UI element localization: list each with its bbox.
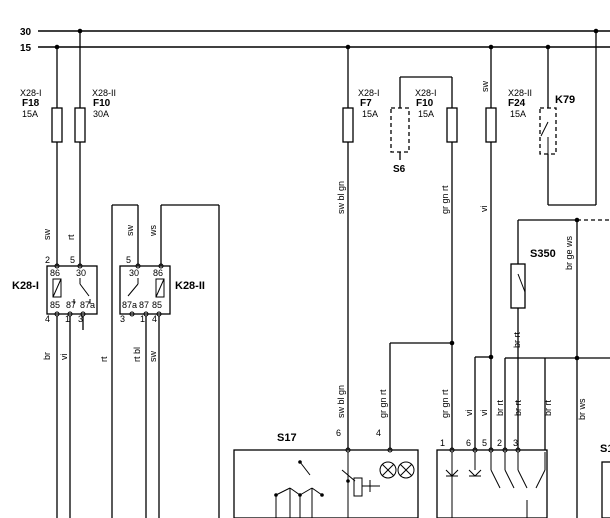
k28ii-pin-85: 85 [152, 300, 162, 310]
wire-label-sw-bl-gn-f7: sw bl gn [336, 181, 346, 214]
fuse-f24: sw X28-II F24 15A vi [479, 44, 532, 450]
k28ii-pin-87a: 87a [122, 300, 137, 310]
wire-label-br-ge-ws: br ge ws [564, 235, 574, 270]
k28ii-pin-86: 86 [153, 268, 163, 278]
wire-label-vi-a: vi [464, 410, 474, 417]
wire-label-br-ws: br ws [577, 398, 587, 420]
fuse-f10b-connector: X28-I [415, 88, 437, 98]
k28i-pin-3: 3 [78, 314, 83, 324]
s1-pin-2: 2 [497, 438, 502, 448]
k28ii-pin-3: 3 [120, 314, 125, 324]
wire-label-br-rt-s350: br rt [512, 332, 522, 349]
s1-pin-3: 3 [513, 438, 518, 448]
wire-label-rt-left: rt [99, 356, 109, 362]
fuse-f10-30a: X28-II F10 30A rt [66, 28, 116, 268]
switch-s6-label: S6 [393, 164, 406, 175]
k28i-pin-87a: 87a [80, 300, 95, 310]
fuse-f7: X28-I F7 15A sw bl gn [336, 44, 380, 450]
wire-label-rt-f10: rt [66, 234, 76, 240]
component-s17-label: S17 [277, 432, 297, 444]
fuse-f10-15a: X28-I F10 15A gr gn rt [415, 77, 458, 450]
k28ii-pin-30: 30 [129, 268, 139, 278]
s17-pin-6: 6 [336, 428, 341, 438]
fuse-f10b-rating: 15A [418, 109, 434, 119]
wire-label-ws-k2: ws [148, 225, 158, 237]
component-s17: S17 6 4 [233, 428, 419, 518]
relay-k28-i: K28-I 2 5 86 30 85 87 87a 4 1 3 br vi [12, 255, 98, 518]
k28i-pin-4: 4 [45, 314, 50, 324]
wire-label-sw-k2: sw [125, 225, 135, 237]
component-s1-label: S1 [600, 443, 610, 455]
switch-s350-label: S350 [530, 248, 556, 260]
wire-label-sw-bl-gn-s17: sw bl gn [336, 385, 346, 418]
fuse-f10a-rating: 30A [93, 109, 109, 119]
wire-label-vi-b: vi [479, 410, 489, 417]
fuse-f24-name: F24 [508, 98, 526, 109]
fuse-f18-rating: 15A [22, 109, 38, 119]
k28ii-pin-4: 4 [152, 314, 157, 324]
fuse-f18-name: F18 [22, 98, 40, 109]
wire-label-rt-bl: rt bl [132, 347, 142, 362]
wire-gr-gn-rt-cross: gr gn rt sw bl gn gr gn rt [336, 340, 455, 450]
wire-label-br-k1: br [42, 352, 52, 360]
wire-label-gr-gn-rt-s17: gr gn rt [378, 389, 388, 418]
wire-label-br-rt-c: br rt [543, 400, 553, 417]
k28i-pin-86: 86 [50, 268, 60, 278]
fuse-f24-connector: X28-II [508, 88, 532, 98]
wire-right-bus: br ws [518, 355, 610, 518]
fuse-f18: X28-I F18 15A sw [20, 44, 63, 268]
k28ii-pin-5: 5 [126, 255, 131, 265]
wire-label-sw-f18: sw [42, 229, 52, 241]
wire-label-vi-k1: vi [59, 354, 69, 361]
wire-label-br-rt-b: br rt [513, 400, 523, 417]
wire-label-br-rt-a: br rt [495, 400, 505, 417]
fuse-f7-connector: X28-I [358, 88, 380, 98]
switch-s6: S6 [390, 76, 452, 175]
s1-pin-6: 6 [466, 438, 471, 448]
fuse-f10b-name: F10 [416, 98, 434, 109]
fuse-f7-rating: 15A [362, 109, 378, 119]
fuse-f7-name: F7 [360, 98, 372, 109]
k28i-pin-5: 5 [70, 255, 75, 265]
k28i-pin-85: 85 [50, 300, 60, 310]
wire-label-gr-gn-rt-s1: gr gn rt [440, 389, 450, 418]
wire-label-sw-f24: sw [480, 81, 490, 93]
wire-rt-left: rt [99, 204, 139, 518]
bus-15: 15 [20, 43, 610, 54]
fuse-f10a-connector: X28-II [92, 88, 116, 98]
fuse-f18-connector: X28-I [20, 88, 42, 98]
component-s1-partial: S1 [600, 443, 610, 518]
relay-k28-ii-label: K28-II [175, 280, 205, 292]
bus-30-label: 30 [20, 27, 32, 38]
k28i-pin-30: 30 [76, 268, 86, 278]
k28ii-pin-87: 87 [139, 300, 149, 310]
component-s1-block: 1 6 5 2 3 [436, 438, 548, 518]
k28i-pin-1: 1 [65, 314, 70, 324]
switch-s350: S350 br ge ws br rt [510, 217, 610, 358]
bus-15-label: 15 [20, 43, 32, 54]
k28ii-pin-1: 1 [140, 314, 145, 324]
bus-30: 30 [20, 27, 610, 38]
relay-k28-i-label: K28-I [12, 280, 39, 292]
wire-vi-split: vi vi br rt br rt br rt [464, 354, 553, 450]
s17-pin-4: 4 [376, 428, 381, 438]
k28i-pin-87: 87 [66, 300, 76, 310]
relay-k28-ii: sw ws 5 30 86 87a 87 85 3 1 4 K28-II rt … [119, 204, 220, 518]
s1-pin-5: 5 [482, 438, 487, 448]
relay-k79: K79 [539, 28, 599, 206]
wire-label-gr-gn-rt-f10: gr gn rt [440, 185, 450, 214]
k28i-pin-2: 2 [45, 255, 50, 265]
wire-label-vi-f24: vi [479, 206, 489, 213]
relay-k79-label: K79 [555, 94, 575, 106]
fuse-f24-rating: 15A [510, 109, 526, 119]
fuse-f10a-name: F10 [93, 98, 111, 109]
s1-pin-1: 1 [440, 438, 445, 448]
wire-label-sw-k2-bottom: sw [148, 351, 158, 363]
